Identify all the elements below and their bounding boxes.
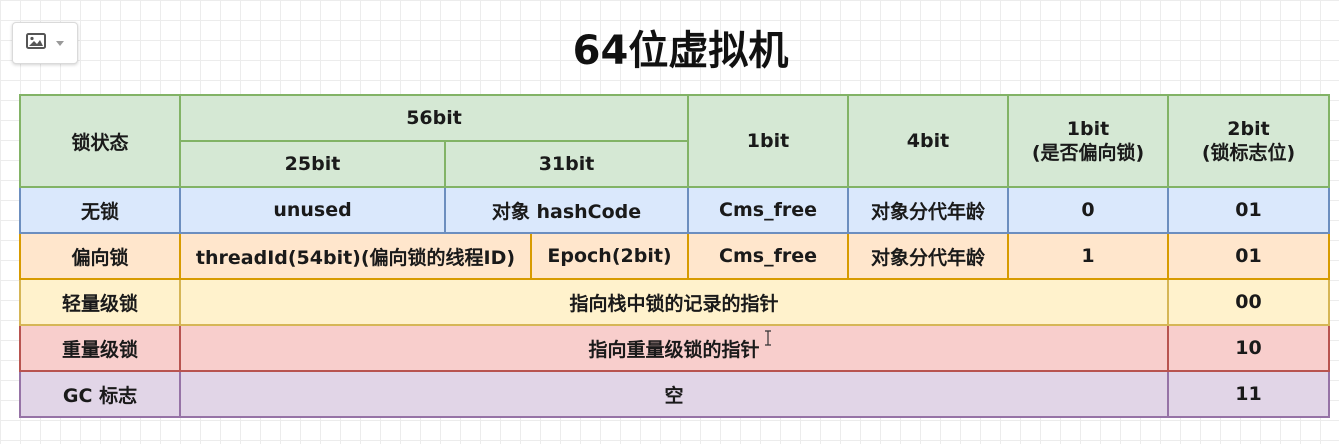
gc-mark-state: GC 标志 [19, 370, 181, 418]
heavyweight-lock-row: 重量级锁 指向重量级锁的指针 10 [19, 324, 1331, 372]
no-lock-hashcode: 对象 hashCode [443, 186, 690, 234]
lightweight-lock-flag: 00 [1167, 278, 1331, 326]
biased-lock-biased: 1 [1007, 232, 1170, 280]
biased-flag-header-line1: 1bit [1066, 118, 1110, 140]
lightweight-lock-state: 轻量级锁 [19, 278, 181, 326]
heavyweight-lock-state: 重量级锁 [19, 324, 181, 372]
header-row-1: 锁状态 56bit 1bit 4bit 1bit (是否偏向锁) 2bit (锁… [19, 94, 1331, 188]
lightweight-lock-content: 指向栈中锁的记录的指针 [178, 278, 1170, 326]
biased-lock-state: 偏向锁 [19, 232, 181, 280]
biased-flag-header: 1bit (是否偏向锁) [1007, 94, 1170, 188]
lock-state-header: 锁状态 [19, 94, 181, 188]
caret-down-icon [56, 34, 64, 52]
no-lock-state: 无锁 [19, 186, 181, 234]
biased-lock-cms: Cms_free [687, 232, 850, 280]
mark-word-table: 锁状态 56bit 1bit 4bit 1bit (是否偏向锁) 2bit (锁… [19, 94, 1331, 418]
biased-lock-age: 对象分代年龄 [847, 232, 1010, 280]
biased-flag-header-line2: (是否偏向锁) [1031, 142, 1145, 164]
gc-mark-row: GC 标志 空 11 [19, 370, 1331, 418]
heavyweight-lock-content: 指向重量级锁的指针 [178, 324, 1170, 372]
lock-flag-header: 2bit (锁标志位) [1167, 94, 1331, 188]
bit1-header: 1bit [687, 94, 850, 188]
no-lock-biased: 0 [1007, 186, 1170, 234]
lock-flag-header-line2: (锁标志位) [1201, 142, 1296, 164]
gc-mark-content: 空 [178, 370, 1170, 418]
biased-lock-thread-id: threadId(54bit)(偏向锁的线程ID) [179, 232, 532, 280]
no-lock-age: 对象分代年龄 [847, 186, 1010, 234]
no-lock-cms: Cms_free [687, 186, 850, 234]
bits25-header: 25bit [179, 140, 446, 188]
lock-flag-header-line1: 2bit [1227, 118, 1270, 140]
insert-image-button[interactable] [12, 22, 78, 64]
image-icon [26, 32, 46, 54]
heavyweight-lock-flag: 10 [1167, 324, 1331, 372]
bits56-header: 56bit [178, 94, 690, 142]
no-lock-flag: 01 [1167, 186, 1331, 234]
diagram-title: 64位虚拟机 [572, 28, 789, 74]
biased-lock-epoch: Epoch(2bit) [529, 232, 690, 280]
no-lock-row: 无锁 unused 对象 hashCode Cms_free 对象分代年龄 0 … [19, 186, 1331, 234]
header-row-2: 25bit 31bit [20, 140, 1329, 188]
text-cursor-icon [765, 330, 771, 346]
bits31-header: 31bit [443, 140, 690, 188]
lightweight-lock-row: 轻量级锁 指向栈中锁的记录的指针 00 [19, 278, 1331, 326]
gc-mark-flag: 11 [1167, 370, 1331, 418]
bits4-header: 4bit [847, 94, 1010, 188]
no-lock-unused: unused [179, 186, 446, 234]
biased-lock-flag: 01 [1167, 232, 1331, 280]
biased-lock-row: 偏向锁 threadId(54bit)(偏向锁的线程ID) Epoch(2bit… [19, 232, 1331, 280]
